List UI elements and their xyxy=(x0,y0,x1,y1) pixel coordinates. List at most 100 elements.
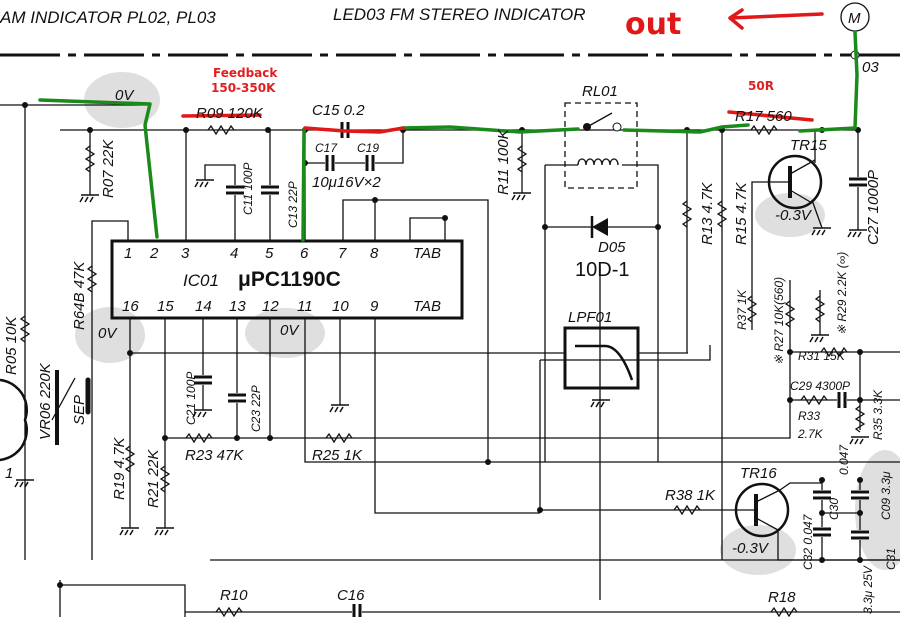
component-label: R19 4.7K xyxy=(111,436,128,500)
component-label: ※ R29 2.2K (∞) xyxy=(835,252,849,335)
component-label: 0V xyxy=(115,87,135,104)
capacitor-c17 xyxy=(323,153,337,173)
ground-symbol xyxy=(154,527,175,536)
component-label: R64B 47K xyxy=(71,261,88,330)
component-label: 3 xyxy=(181,245,190,262)
component-label: 0V xyxy=(98,325,118,342)
component-label: 10μ16V×2 xyxy=(312,174,381,191)
component-label: 1 xyxy=(5,465,13,482)
component-label: C11 100P xyxy=(241,163,255,215)
component-label: 0.047 xyxy=(837,444,851,475)
ground-symbol xyxy=(511,192,532,201)
component-label: C30 xyxy=(827,498,841,520)
capacitor-c13 xyxy=(259,183,281,197)
voltage-zone xyxy=(720,525,796,575)
out-arrow-icon xyxy=(728,8,824,30)
connector-03-label: 03 xyxy=(862,59,879,76)
component-label: TAB xyxy=(413,245,441,262)
ground-symbol xyxy=(119,527,140,536)
component-label: C09 3.3μ xyxy=(879,471,893,520)
component-label: R21 22K xyxy=(145,449,162,508)
capacitor-c23 xyxy=(226,391,248,405)
diode-d05-icon xyxy=(592,218,608,236)
transistor-tr16 xyxy=(734,482,790,538)
capacitor-c09 xyxy=(849,488,871,502)
component-label: R38 1K xyxy=(665,487,716,504)
voltage-zone xyxy=(84,72,160,128)
feedback-annotation: Feedback xyxy=(213,66,278,80)
component-label: R33 xyxy=(798,409,820,423)
component-label: 10 xyxy=(332,298,349,315)
component-label: R31 15K xyxy=(798,349,846,363)
component-label: C16 xyxy=(337,587,365,604)
capacitor-c32 xyxy=(811,525,833,539)
capacitor-c29 xyxy=(835,390,849,410)
wiring xyxy=(0,104,900,617)
lamp-pl02 xyxy=(0,378,28,462)
r17-replacement-annotation: 50R xyxy=(748,79,774,93)
component-label: 4 xyxy=(230,245,238,262)
ground-symbol xyxy=(329,404,350,413)
component-label: R13 4.7K xyxy=(699,181,716,245)
component-label: R09 120K xyxy=(196,105,264,122)
component-label: 11 xyxy=(297,298,313,315)
ic-designator: IC01 xyxy=(183,271,219,290)
component-label: 0V xyxy=(280,322,300,339)
fm-indicator-label: LED03 FM STEREO INDICATOR xyxy=(333,5,586,24)
ground-symbol xyxy=(849,436,870,445)
component-label: C27 1000P xyxy=(865,170,882,245)
component-label: 5 xyxy=(265,245,274,262)
am-indicator-label: AM INDICATOR PL02, PL03 xyxy=(0,8,216,27)
component-label: C23 22P xyxy=(249,385,263,432)
component-label: R05 10K xyxy=(3,316,20,375)
component-label: 13 xyxy=(229,298,246,315)
component-label: 15 xyxy=(157,298,174,315)
component-label: 6 xyxy=(300,245,309,262)
component-label: 9 xyxy=(370,298,379,315)
relay-coil-icon xyxy=(577,158,619,166)
component-label: D05 xyxy=(598,239,626,256)
component-label: R23 47K xyxy=(185,447,244,464)
component-label: TAB xyxy=(413,298,441,315)
component-label: TR15 xyxy=(790,137,827,154)
ic-part-number: μPC1190C xyxy=(238,268,341,291)
component-label: C32 0.047 xyxy=(801,513,815,570)
component-label: 1 xyxy=(124,245,132,262)
out-annotation: out xyxy=(625,7,681,42)
component-label: 10D-1 xyxy=(575,259,629,281)
component-label: R11 100K xyxy=(495,128,512,195)
component-label: R10 xyxy=(220,587,248,604)
component-label: C15 0.2 xyxy=(312,102,365,119)
component-label: C19 xyxy=(357,141,379,155)
component-label: R07 22K xyxy=(100,139,117,198)
component-label: 7 xyxy=(338,245,347,262)
component-label: -0.3V xyxy=(732,540,770,557)
component-label: C21 100P xyxy=(184,372,198,425)
component-label: C17 xyxy=(315,141,338,155)
transistor-tr15 xyxy=(767,154,823,210)
component-label: 16 xyxy=(122,298,139,315)
potentiometer-wiper xyxy=(51,377,76,421)
red-markups xyxy=(181,8,824,134)
capacitor-c19 xyxy=(363,153,377,173)
component-label: -0.3V xyxy=(775,207,813,224)
lpf01-block xyxy=(563,326,640,390)
component-label: R17 560 xyxy=(735,108,792,125)
component-label: LPF01 xyxy=(568,309,612,326)
capacitor-c31 xyxy=(849,528,871,542)
relay-rl01 xyxy=(564,102,638,189)
component-label: C13 22P xyxy=(286,181,300,228)
capacitor-c16 xyxy=(350,602,364,617)
ic01-body xyxy=(110,239,464,320)
component-label: 12 xyxy=(262,298,279,315)
ground-symbol xyxy=(194,179,215,188)
component-label: C31 xyxy=(884,548,898,570)
component-label: TR16 xyxy=(740,465,777,482)
component-label: VR06 220K xyxy=(37,362,54,440)
component-label: 3.3μ 25V xyxy=(861,565,875,614)
lowpass-curve-icon xyxy=(575,344,634,381)
green-signal-trace xyxy=(38,30,859,242)
